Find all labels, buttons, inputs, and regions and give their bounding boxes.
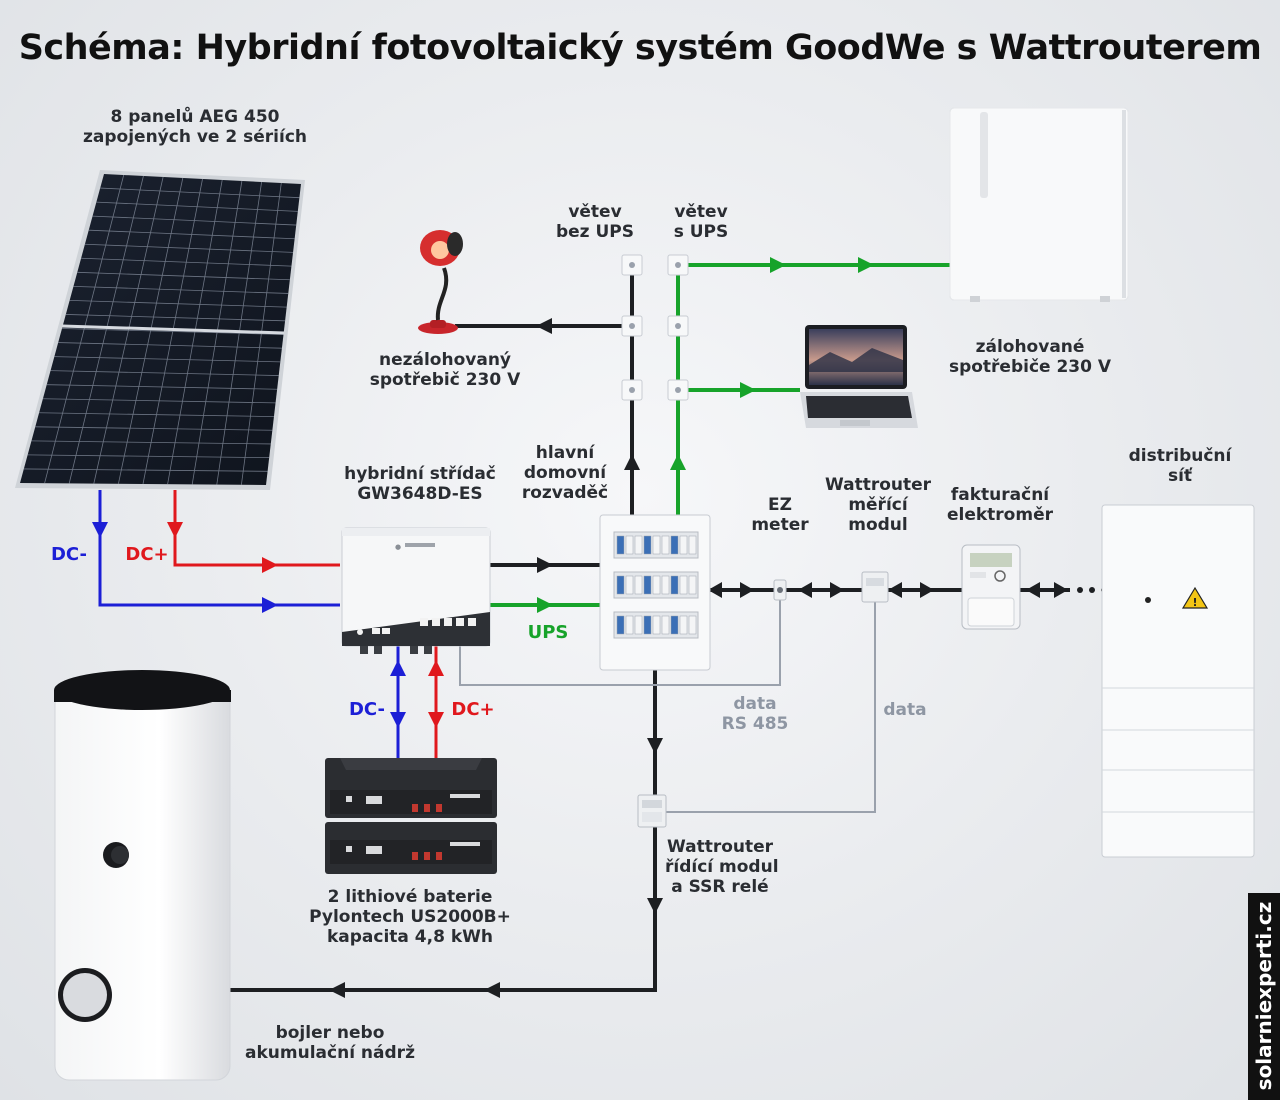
branch-ups-label: větev s UPS [656,202,746,242]
backed-consumers-label: zálohované spotřebiče 230 V [940,337,1120,377]
boiler-line2: akumulační nádrž [245,1043,415,1063]
fridge-icon [949,107,1129,302]
lamp-wire [455,318,632,334]
warning-icon: ! [1181,586,1209,609]
meter-icon [961,544,1021,630]
switchboard-icon [599,514,711,671]
battery-dc-minus-wire [390,645,406,760]
branch-no-ups-label: větev bez UPS [545,202,645,242]
data-rs485-line2: RS 485 [721,714,789,734]
fridge-wire [678,257,950,273]
boiler-line1: bojler nebo [275,1023,385,1043]
panels-label: 8 panelů AEG 450 zapojených ve 2 sériích [80,107,310,147]
grid-wire [708,582,1107,598]
wattrouter-control-line2: řídící modul [665,857,779,877]
panels-label-line2: zapojených ve 2 sériích [83,127,307,147]
billing-meter-line1: fakturační [950,485,1050,505]
grid-line2: síť [1167,466,1193,486]
branch-no-ups-line1: větev [568,202,622,222]
unbacked-line1: nezálohovaný [378,350,512,370]
inverter-line2: GW3648D-ES [357,484,483,504]
main-board-line1: hlavní [535,443,595,463]
ez-meter-icon [773,579,787,601]
ups-label: UPS [527,622,569,643]
wattrouter-meter-line1: Wattrouter [824,475,932,495]
grid-label: distribuční síť [1120,446,1240,486]
boiler-icon [54,670,231,1081]
data-rs485-line [459,600,781,686]
branch-no-ups-line2: bez UPS [555,222,635,242]
data-rs485-label: data RS 485 [710,694,800,734]
boiler-wire [215,668,663,998]
battery-dc-plus-wire [428,645,444,760]
svg-text:!: ! [1192,596,1197,609]
boiler-label: bojler nebo akumulační nádrž [240,1023,420,1063]
lamp-icon [418,230,463,334]
battery-dc-plus-label: DC+ [451,699,495,720]
wattrouter-control-label: Wattrouter řídící modul a SSR relé [665,837,779,897]
batteries-label: 2 lithiové baterie Pylontech US2000B+ ka… [305,887,515,947]
batteries-line2: Pylontech US2000B+ [309,907,511,927]
dc-plus-wire [167,490,340,573]
dc-plus-label: DC+ [125,544,169,565]
wattrouter-meter-label: Wattrouter měřící modul [818,475,938,535]
data-line [666,600,876,813]
brand-text: solarniexperti.cz [1252,901,1276,1091]
unbacked-line2: spotřebič 230 V [369,370,521,390]
inverter-icon: ● [341,527,491,654]
ez-meter-line1: EZ [768,495,792,515]
backed-line2: spotřebiče 230 V [948,357,1112,377]
inverter-ac-wire [490,557,600,573]
data-rs485-line1: data [733,694,777,714]
wattrouter-control-line1: Wattrouter [666,837,774,857]
dc-minus-label: DC- [50,544,88,565]
branch-ups-line2: s UPS [673,222,729,242]
battery-dc-minus-label: DC- [348,699,386,720]
wattrouter-meter-icon [861,571,889,603]
brand-badge: solarniexperti.cz [1248,893,1280,1100]
grid-cabinet-icon [1101,504,1255,858]
laptop-wire [678,382,800,398]
grid-line1: distribuční [1128,446,1232,466]
battery-icon [325,758,497,874]
socket-icon [621,254,689,401]
panels-label-line1: 8 panelů AEG 450 [110,107,280,127]
main-board-label: hlavní domovní rozvaděč [515,443,615,503]
branch-ups-line1: větev [674,202,728,222]
wattrouter-meter-line2: měřící [848,495,908,515]
page-title: Schéma: Hybridní fotovoltaický systém Go… [18,28,1262,68]
inverter-label: hybridní střídač GW3648D-ES [335,464,505,504]
inverter-line1: hybridní střídač [344,464,496,484]
svg-text:●: ● [395,543,401,551]
dc-minus-wire [92,490,340,613]
unbacked-consumer-label: nezálohovaný spotřebič 230 V [365,350,525,390]
wattrouter-meter-line3: modul [848,515,908,535]
ez-meter-line2: meter [751,515,809,535]
billing-meter-line2: elektroměr [946,505,1053,525]
laptop-icon [800,325,918,428]
main-board-line3: rozvaděč [521,483,609,503]
solar-panel-icon [15,170,305,490]
batteries-line1: 2 lithiové baterie [327,887,493,907]
ez-meter-label: EZ meter [745,495,815,535]
wattrouter-control-icon [637,794,667,828]
backed-line1: zálohované [975,337,1085,357]
inverter-ups-wire [490,597,600,613]
data-label: data [883,700,927,720]
wattrouter-control-line3: a SSR relé [671,877,769,897]
batteries-line3: kapacita 4,8 kWh [326,927,494,947]
main-board-line2: domovní [523,463,607,483]
billing-meter-label: fakturační elektroměr [935,485,1065,525]
